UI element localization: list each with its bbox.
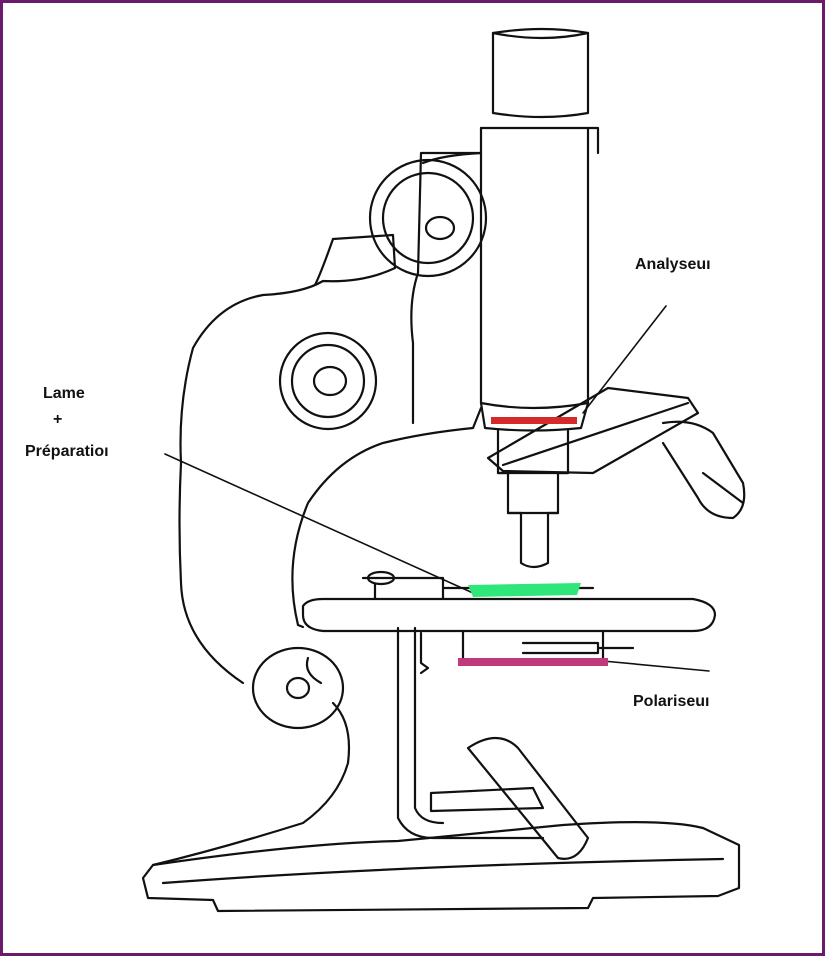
leader-polariseur (603, 661, 709, 671)
microscope-drawing (3, 3, 822, 953)
objective (498, 430, 568, 567)
label-plus: + (53, 411, 62, 429)
label-polariseur: Polariseuı (633, 693, 709, 711)
label-analyseur: Analyseuı (635, 256, 711, 274)
microscope-arm (292, 408, 481, 625)
analyseur-highlight (491, 417, 577, 424)
stage (303, 599, 715, 631)
lame-highlight (468, 583, 581, 597)
label-preparation: Préparatioı (25, 443, 109, 461)
fine-focus-knob (280, 333, 376, 429)
condenser-knob (253, 648, 343, 728)
leader-analyseur (583, 306, 666, 413)
microscope-body (180, 235, 396, 683)
leader-preparation (165, 454, 473, 593)
label-lame: Lame (43, 385, 85, 403)
eyepiece (493, 29, 588, 117)
mirror (468, 738, 588, 859)
coarse-focus-knob (370, 160, 486, 276)
polariseur-highlight (458, 658, 608, 666)
body-tube (481, 128, 588, 408)
